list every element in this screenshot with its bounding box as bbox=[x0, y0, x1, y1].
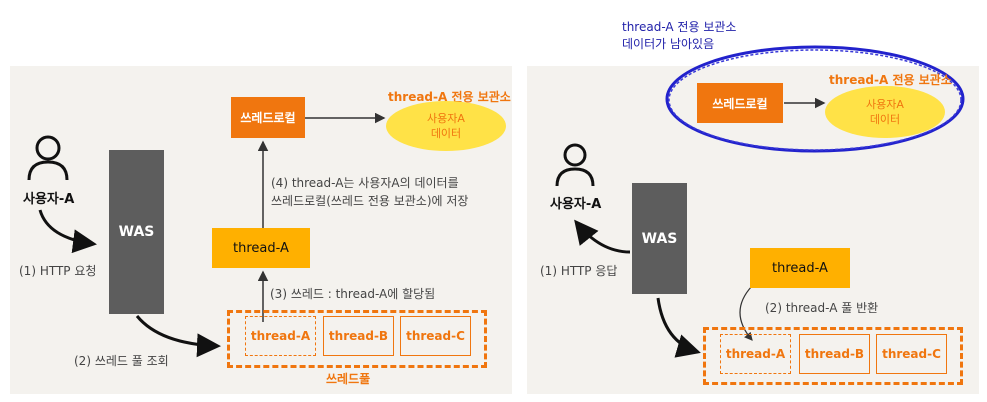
pool-lookup-arrow bbox=[135, 315, 221, 358]
returned-thread-box: thread-A bbox=[750, 248, 850, 288]
user-label: 사용자-A bbox=[550, 197, 602, 212]
storage-title: thread-A 전용 보관소 bbox=[388, 90, 511, 104]
was-server: WAS bbox=[632, 183, 687, 294]
response-label: (1) HTTP 응답 bbox=[540, 264, 618, 278]
thread-pool bbox=[703, 327, 963, 385]
thread-pool bbox=[227, 310, 487, 368]
pool-label: 쓰레드풀 bbox=[326, 372, 371, 386]
user-icon bbox=[27, 135, 69, 181]
pool-return-arrow bbox=[656, 297, 701, 358]
assign-label: (3) 쓰레드 : thread-A에 할당됨 bbox=[270, 287, 436, 301]
pool-thread-a: thread-A bbox=[245, 316, 316, 356]
response-arrow bbox=[574, 219, 631, 254]
thread-storage: 사용자A 데이터 bbox=[825, 86, 945, 138]
pool-lookup-label: (2) 쓰레드 풀 조회 bbox=[74, 354, 169, 368]
return-label: (2) thread-A 풀 반환 bbox=[765, 301, 879, 315]
pool-thread-b: thread-B bbox=[799, 334, 870, 374]
storage-line2: 데이터 bbox=[430, 127, 462, 140]
request-label: (1) HTTP 요청 bbox=[19, 264, 97, 278]
storage-line2: 데이터 bbox=[869, 113, 901, 126]
user-label: 사용자-A bbox=[23, 192, 75, 207]
storage-line1: 사용자A bbox=[866, 98, 904, 111]
highlight-circle bbox=[665, 45, 965, 153]
was-label: WAS bbox=[118, 224, 155, 240]
storage-line1: 사용자A bbox=[427, 112, 465, 125]
user-icon bbox=[555, 143, 595, 187]
was-server: WAS bbox=[109, 150, 164, 314]
retained-data-note-line2: 데이터가 남아있음 bbox=[622, 37, 715, 51]
request-arrow bbox=[38, 209, 97, 254]
threadlocal-box: 쓰레드로컬 bbox=[697, 83, 783, 123]
was-label: WAS bbox=[641, 230, 678, 247]
pool-thread-b: thread-B bbox=[323, 316, 394, 356]
pool-thread-a: thread-A bbox=[720, 334, 791, 374]
active-thread-box: thread-A bbox=[212, 228, 310, 268]
thread-storage: 사용자A 데이터 bbox=[386, 101, 506, 151]
threadlocal-box: 쓰레드로컬 bbox=[231, 97, 305, 138]
pool-thread-c: thread-C bbox=[400, 316, 471, 356]
storage-title: thread-A 전용 보관소 bbox=[829, 73, 952, 87]
store-label-line2: 쓰레드로컬(쓰레드 전용 보관소)에 저장 bbox=[271, 194, 469, 208]
retained-data-note-line1: thread-A 전용 보관소 bbox=[622, 20, 737, 34]
returned-thread-label: thread-A bbox=[772, 260, 828, 276]
threadlocal-label: 쓰레드로컬 bbox=[240, 111, 296, 125]
threadlocal-label: 쓰레드로컬 bbox=[712, 96, 768, 111]
store-label-line1: (4) thread-A는 사용자A의 데이터를 bbox=[271, 176, 459, 190]
pool-thread-c: thread-C bbox=[876, 334, 947, 374]
active-thread-label: thread-A bbox=[233, 240, 289, 256]
